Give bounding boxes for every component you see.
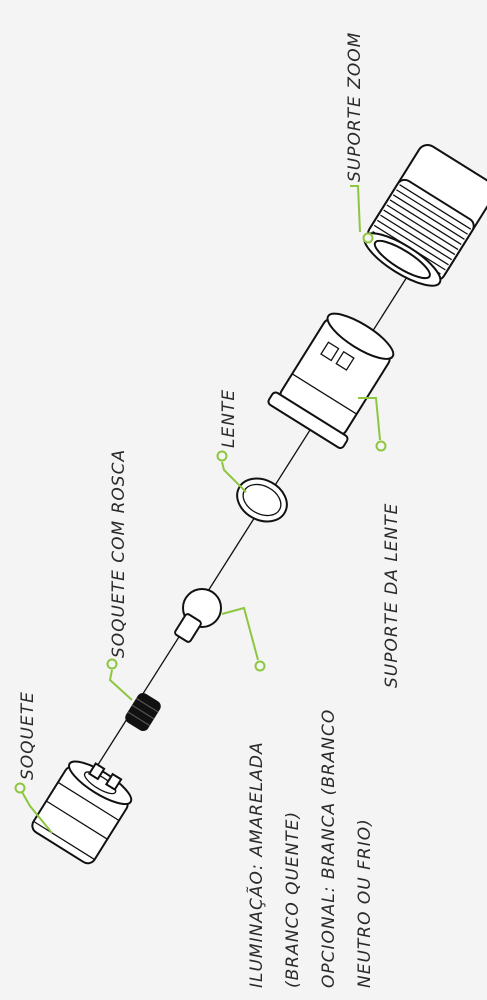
label-iluminacao-line-1: ILUMINAÇÃO: AMARELADA [245,741,267,988]
suporte-lente-part [267,312,395,449]
leader-suporte-zoom [350,185,361,233]
leader-soquete [21,791,53,834]
leader-dot-soquete-rosca [106,658,118,670]
label-iluminacao-line-4: NEUTRO OU FRIO) [355,818,375,988]
lente-part [236,477,288,523]
label-suporte-lente: SUPORTE DA LENTE [382,503,402,688]
label-soquete-rosca: SOQUETE COM ROSCA [109,449,129,658]
leader-dot-soquete [14,782,26,794]
leader-dot-iluminacao [254,660,266,672]
leader-dot-lente [216,450,228,462]
leader-iluminacao [221,606,259,661]
label-soquete: SOQUETE [18,691,38,780]
lampada-part [174,588,222,643]
leader-dot-suporte-lente [375,440,387,452]
soquete-rosca-part [125,692,161,732]
soquete-part [31,760,133,865]
label-suporte-zoom: SUPORTE ZOOM [345,32,365,182]
leader-soquete-rosca [108,669,133,701]
label-iluminacao-line-3: OPCIONAL: BRANCA (BRANCO [319,709,339,988]
leader-lente [221,461,247,493]
leader-lines [14,185,387,834]
leader-dot-suporte-zoom [362,232,374,244]
label-iluminacao: ILUMINAÇÃO: AMARELADA (BRANCO QUENTE) OP… [245,709,375,988]
label-iluminacao-line-2: (BRANCO QUENTE) [283,811,303,988]
leader-suporte-lente [358,397,381,441]
suporte-zoom-part [363,143,487,287]
zoom-ribs [372,184,472,275]
label-lente: LENTE [219,389,239,448]
